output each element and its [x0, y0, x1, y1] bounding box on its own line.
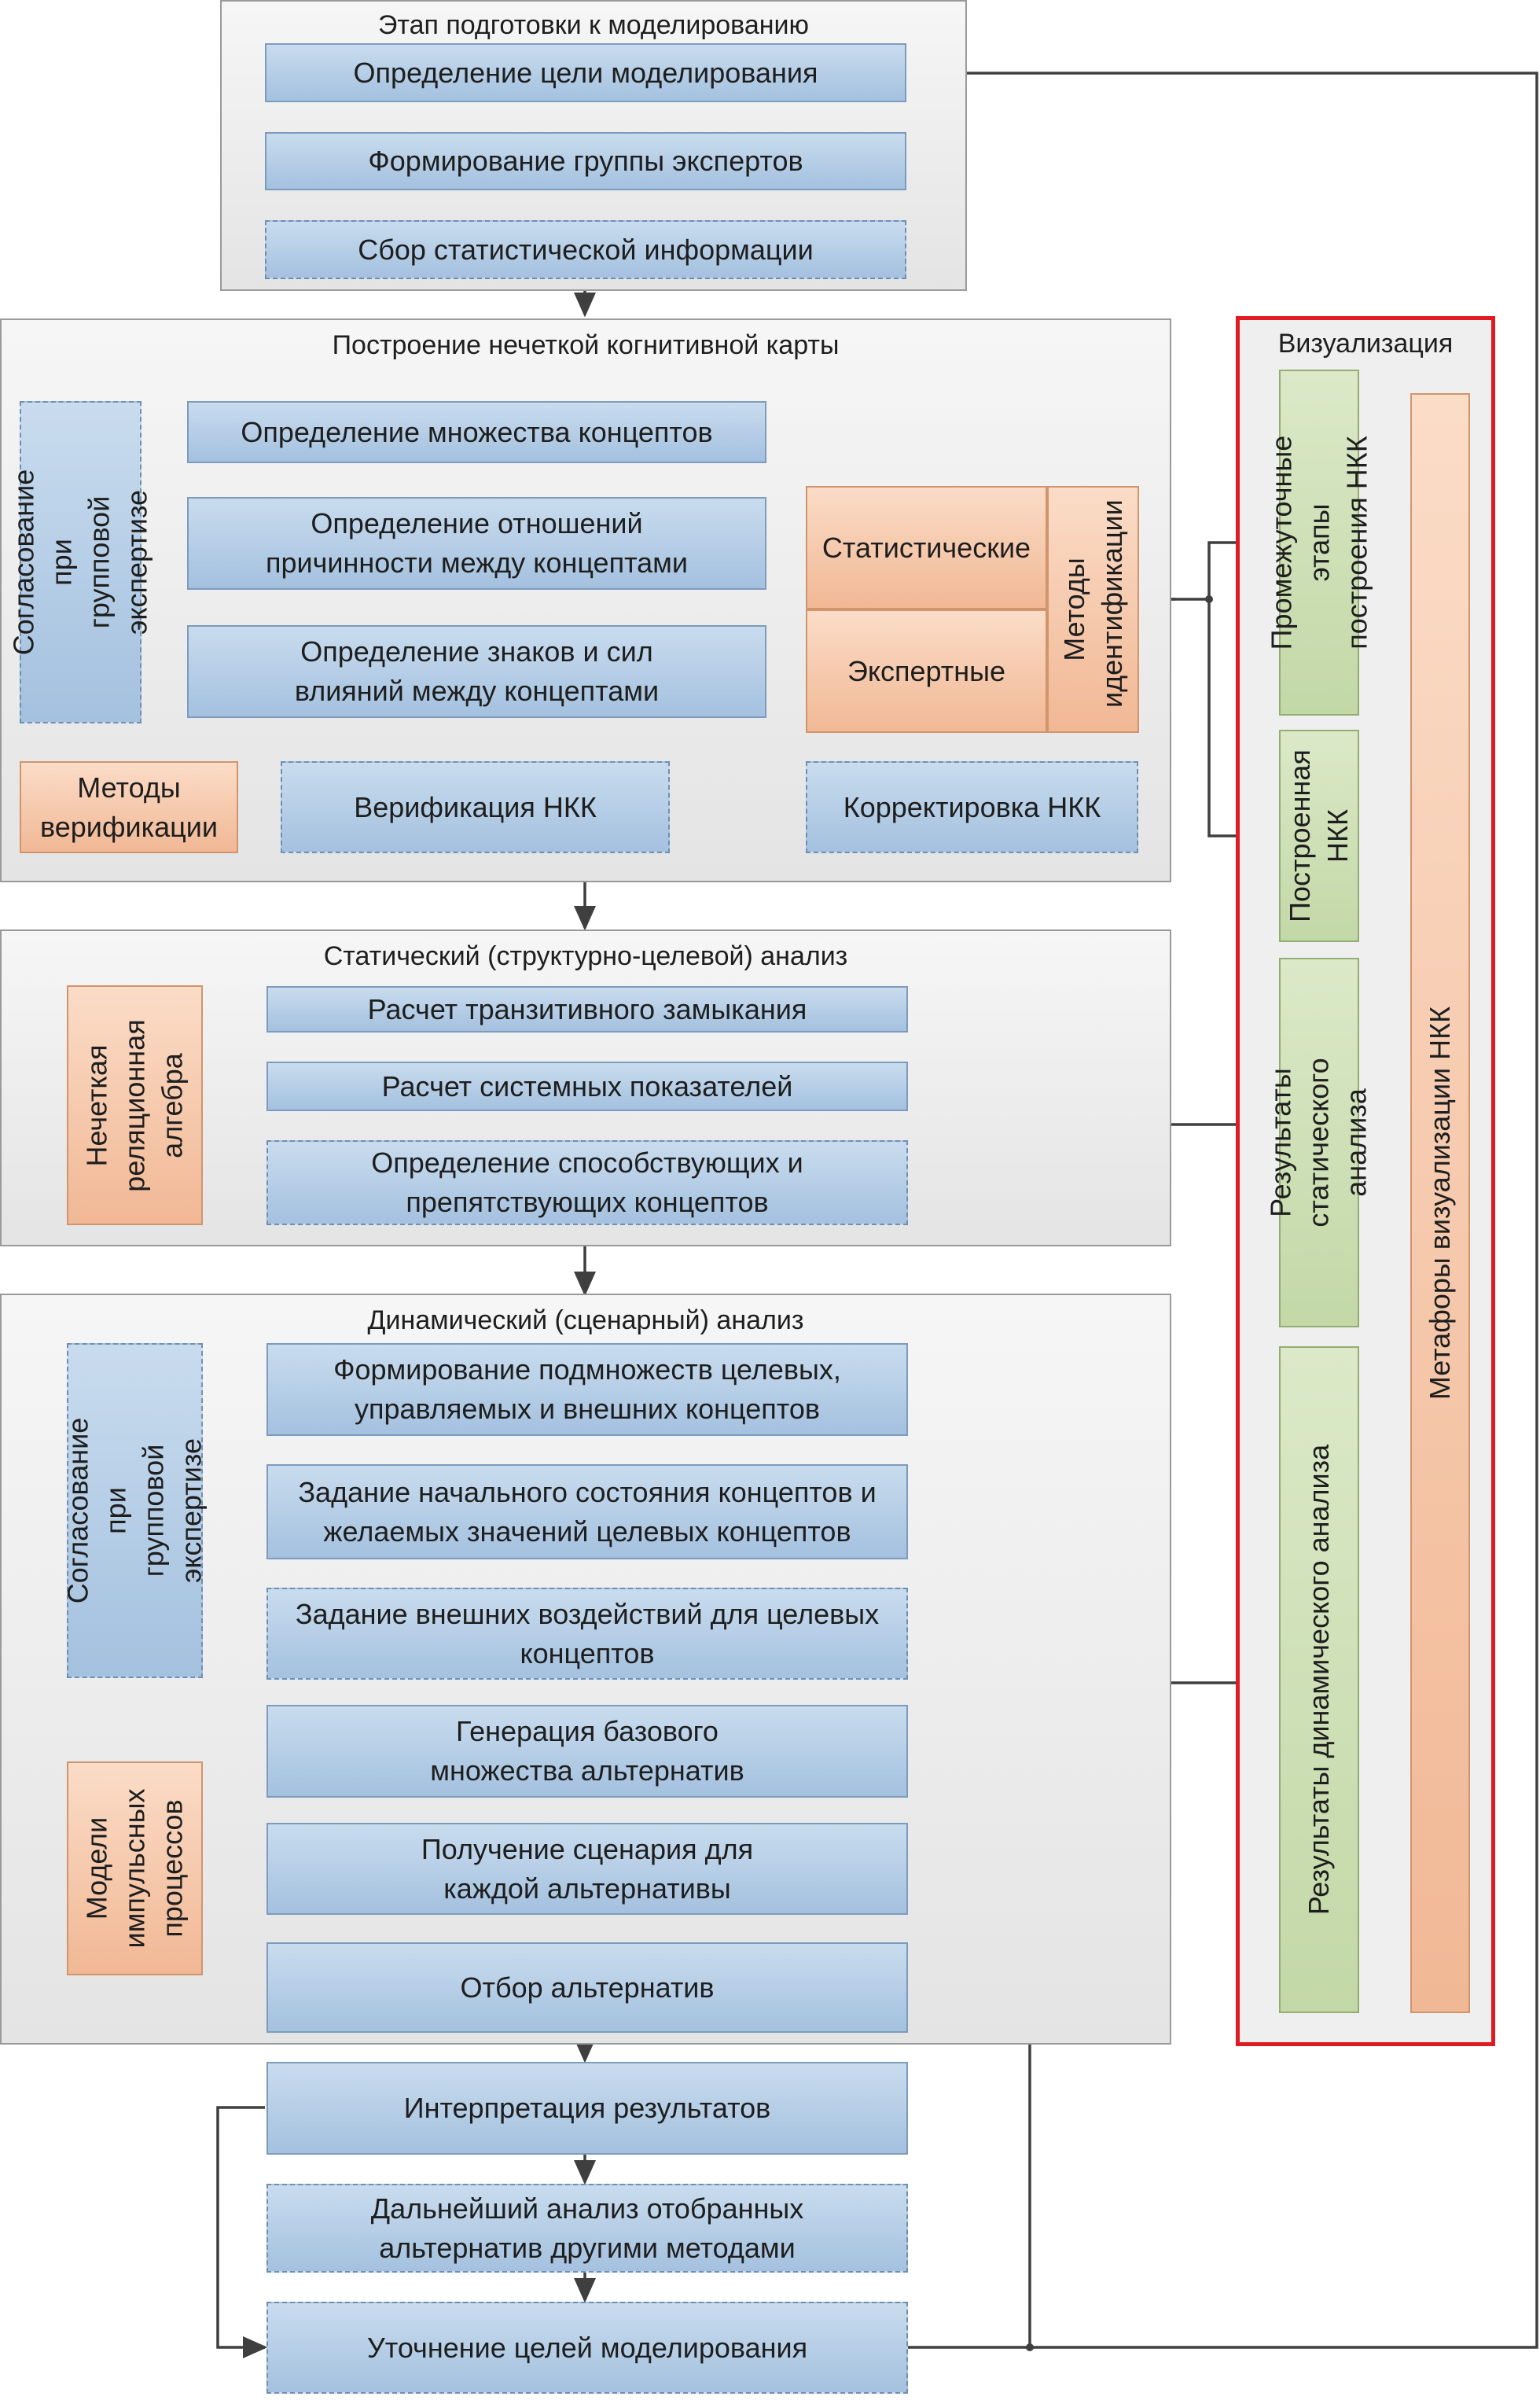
initial-state-box: Задание начального состояния концептов и… — [266, 1464, 908, 1559]
visualization-metaphors-label: Метафоры визуализации НКК — [1424, 1006, 1456, 1401]
static-results-label: Результаты статического анализа — [1265, 1058, 1373, 1228]
fcm-agreement-label: Согласование при групповой экспертизе — [7, 469, 153, 656]
fcm-verification-box: Верификация НКК — [281, 761, 670, 853]
goal-definition-box: Определение цели моделирования — [265, 43, 906, 102]
identification-methods-label: Методы идентификации — [1057, 499, 1128, 708]
visualization-metaphors-box: Метафоры визуализации НКК — [1410, 393, 1470, 2013]
dynamic-agreement-label: Согласование при групповой экспертизе — [61, 1417, 208, 1604]
fuzzy-algebra-label: Нечеткая реляционная алгебра — [80, 1018, 189, 1192]
scenario-box: Получение сценария для каждой альтернати… — [266, 1823, 908, 1915]
impulse-models-box: Модели импульсных процессов — [67, 1761, 203, 1975]
influence-signs-box: Определение знаков и сил влияний между к… — [187, 625, 766, 718]
fuzzy-algebra-box: Нечеткая реляционная алгебра — [67, 985, 203, 1225]
fcm-construction-title: Построение нечеткой когнитивной карты — [332, 330, 840, 360]
expert-group-box: Формирование группы экспертов — [265, 132, 906, 190]
dynamic-results-box: Результаты динамического анализа — [1279, 1346, 1359, 2013]
intermediate-stages-box: Промежуточные этапы построения НКК — [1265, 370, 1373, 716]
built-fcm-box: Построенная НКК — [1279, 730, 1359, 942]
static-results-box: Результаты статического анализа — [1265, 958, 1373, 1327]
base-alternatives-box: Генерация базового множества альтернатив — [266, 1705, 908, 1798]
causality-relations-box: Определение отношений причинности между … — [187, 497, 766, 590]
fcm-correction-box: Корректировка НКК — [806, 761, 1138, 853]
transitive-closure-box: Расчет транзитивного замыкания — [266, 986, 908, 1033]
contributing-concepts-box: Определение способствующих и препятствую… — [266, 1140, 908, 1225]
impulse-models-label: Модели импульсных процессов — [80, 1788, 189, 1949]
interpretation-box: Интерпретация результатов — [266, 2062, 908, 2155]
subsets-forming-box: Формирование подмножеств целевых, управл… — [266, 1343, 908, 1436]
external-impacts-box: Задание внешних воздействий для целевых … — [266, 1588, 908, 1680]
concepts-set-box: Определение множества концептов — [187, 401, 766, 463]
dynamic-results-label: Результаты динамического анализа — [1303, 1444, 1336, 1916]
built-fcm-label: Построенная НКК — [1284, 749, 1354, 922]
statistical-methods-box: Статистические — [806, 486, 1047, 609]
system-indicators-box: Расчет системных показателей — [266, 1062, 908, 1111]
verification-methods-box: Методы верификации — [20, 761, 238, 853]
static-analysis-title: Статический (структурно-целевой) анализ — [323, 941, 848, 971]
dynamic-analysis-title: Динамический (сценарный) анализ — [367, 1305, 804, 1335]
dynamic-agreement-box: Согласование при групповой экспертизе — [62, 1343, 208, 1678]
intermediate-stages-label: Промежуточные этапы построения НКК — [1265, 435, 1373, 650]
further-analysis-box: Дальнейший анализ отобранных альтернатив… — [266, 2184, 908, 2273]
expert-methods-box: Экспертные — [806, 609, 1047, 733]
statistics-collection-box: Сбор статистической информации — [265, 220, 906, 279]
fcm-agreement-box: Согласование при групповой экспертизе — [8, 401, 153, 723]
alternatives-selection-box: Отбор альтернатив — [266, 1942, 908, 2033]
visualization-title: Визуализация — [1277, 329, 1454, 359]
refine-goals-box: Уточнение целей моделирования — [266, 2302, 908, 2394]
identification-methods-box: Методы идентификации — [1047, 486, 1139, 733]
prep-stage-title: Этап подготовки к моделированию — [377, 10, 810, 40]
